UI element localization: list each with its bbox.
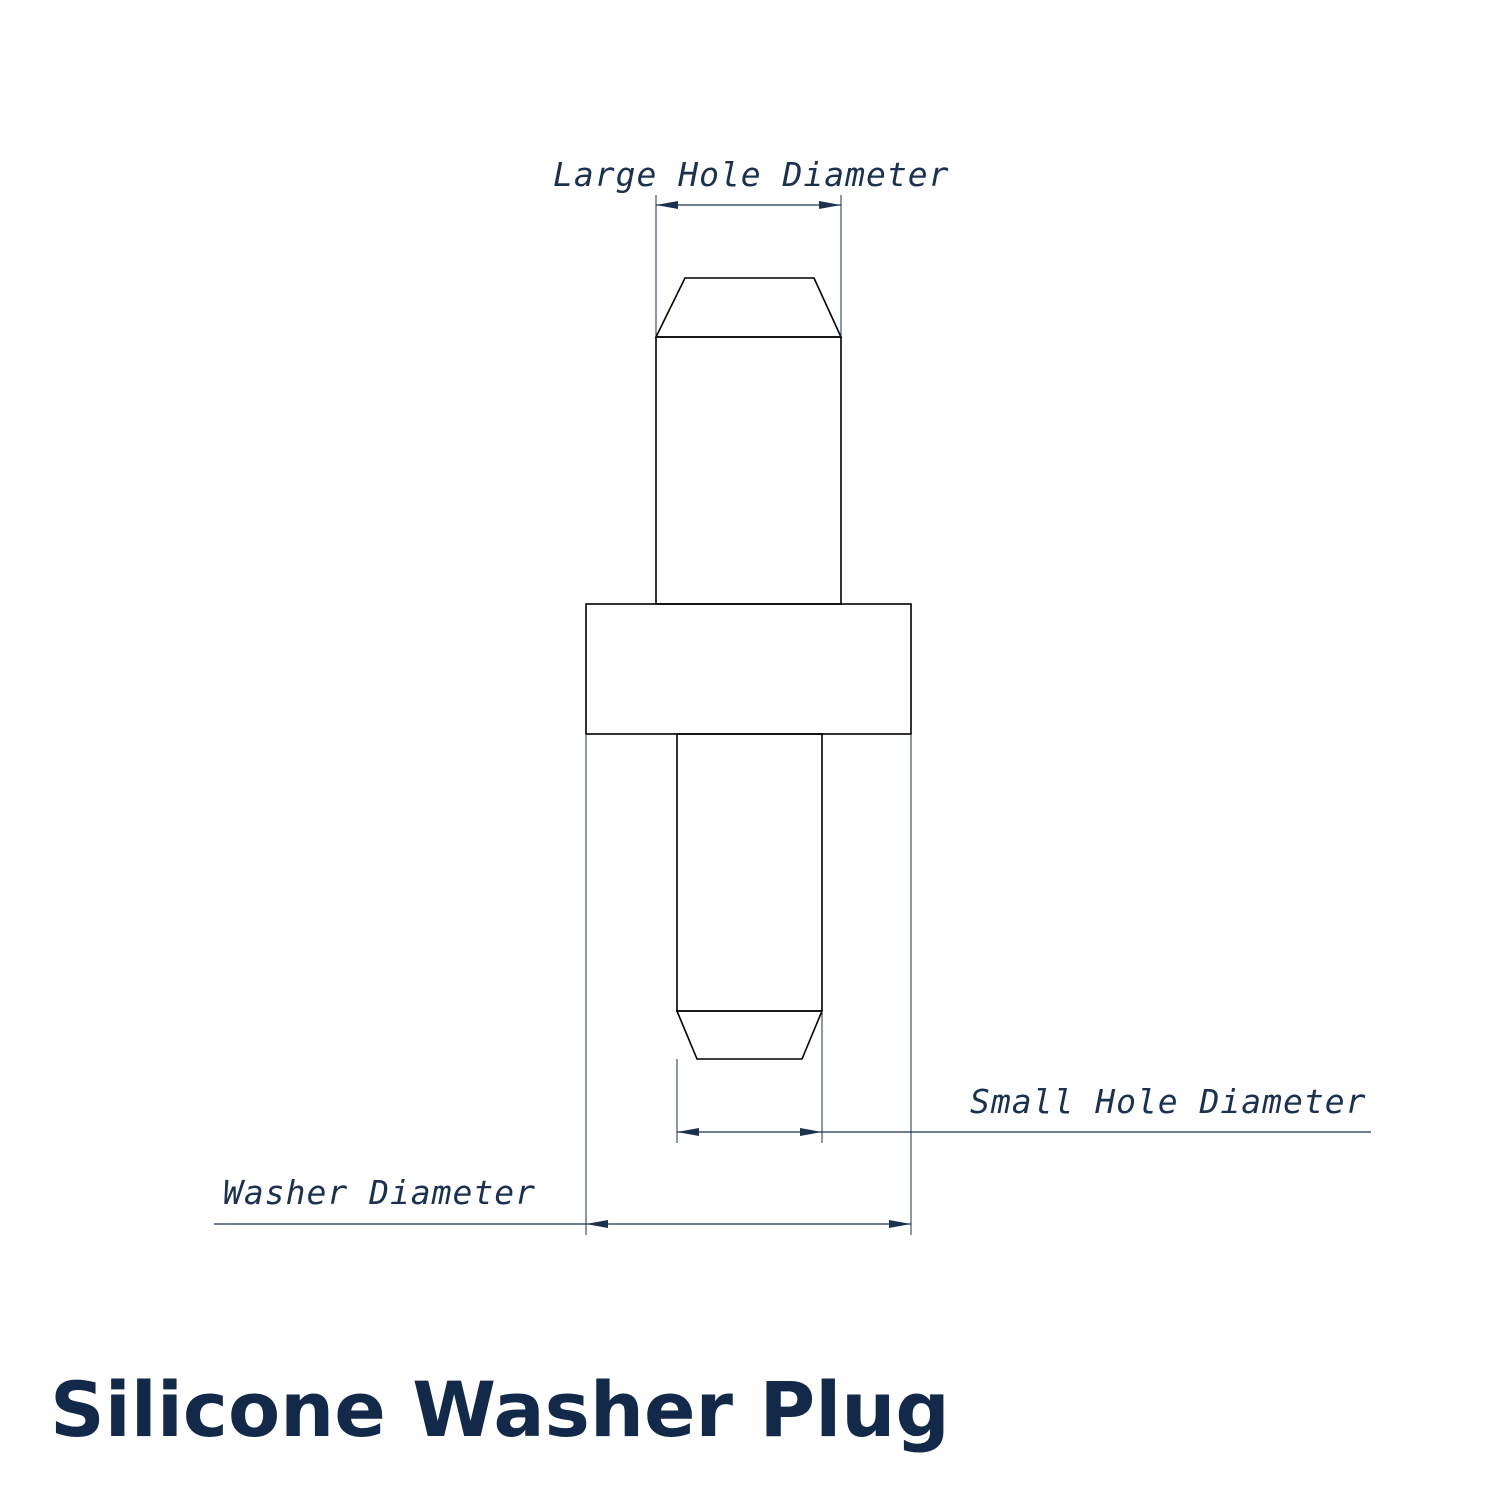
bottom-chamfer — [675, 1010, 824, 1060]
arrowhead — [656, 201, 678, 209]
lower-shaft — [676, 733, 823, 1012]
washer-label: Washer Diameter — [223, 1173, 536, 1212]
arrowhead — [889, 1220, 911, 1228]
upper-shaft — [655, 336, 842, 605]
small-hole-dimension: Small Hole Diameter — [676, 1011, 1371, 1143]
top-chamfer — [654, 277, 843, 338]
plug-outline — [585, 277, 912, 1060]
arrowhead — [586, 1220, 608, 1228]
large-hole-label: Large Hole Diameter — [553, 155, 950, 194]
arrowhead — [677, 1128, 699, 1136]
page-title: Silicone Washer Plug — [50, 1365, 950, 1454]
washer-flange — [585, 603, 912, 735]
small-hole-label: Small Hole Diameter — [970, 1082, 1367, 1121]
arrowhead — [819, 201, 841, 209]
large-hole-dimension: Large Hole Diameter — [553, 155, 950, 337]
arrowhead — [800, 1128, 822, 1136]
washer-dimension: Washer Diameter — [214, 734, 912, 1235]
